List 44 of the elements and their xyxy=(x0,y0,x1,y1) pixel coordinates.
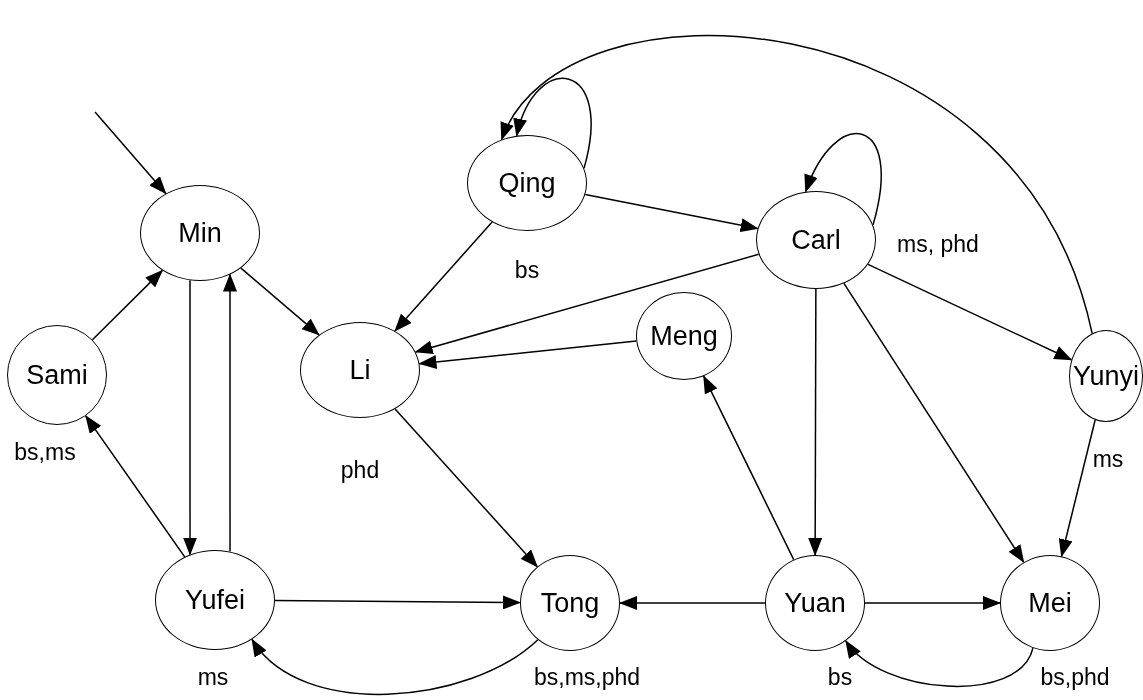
arrow xyxy=(514,77,592,169)
arrow xyxy=(394,221,493,332)
node-annotation: bs,phd xyxy=(1040,665,1110,689)
node-label: Yunyi xyxy=(1072,362,1140,390)
arrow xyxy=(845,640,1034,687)
arrow xyxy=(240,267,320,336)
arrow xyxy=(414,253,760,355)
node-label: Meng xyxy=(650,322,718,350)
arrow xyxy=(619,596,766,610)
arrow xyxy=(584,193,759,233)
arrow xyxy=(864,596,1001,610)
arrow xyxy=(394,408,539,568)
node-annotation: bs,ms xyxy=(14,440,76,464)
node-annotation: ms xyxy=(197,665,229,689)
node-label: Li xyxy=(349,356,371,384)
arrow xyxy=(808,288,823,556)
node-annotation: bs xyxy=(827,665,853,689)
node-label: Yufei xyxy=(184,586,246,614)
node-label: Yuan xyxy=(784,589,846,617)
node-annotation: bs xyxy=(514,258,540,282)
node-label: Min xyxy=(178,219,222,247)
node-label: Qing xyxy=(498,169,556,197)
arrow xyxy=(85,415,186,558)
node-annotation: ms xyxy=(1092,447,1124,471)
arrow xyxy=(183,279,197,556)
arrow xyxy=(223,273,237,553)
arrow xyxy=(94,111,167,195)
node-label: Tong xyxy=(540,589,600,617)
node-label: Mei xyxy=(1028,589,1072,617)
arrow xyxy=(702,375,795,561)
node-annotation: bs,ms,phd xyxy=(533,665,641,689)
arrow xyxy=(867,263,1073,361)
arrow xyxy=(843,282,1025,563)
arrow xyxy=(804,133,882,226)
node-annotation: phd xyxy=(340,458,380,482)
arrow xyxy=(91,269,164,341)
node-label: Carl xyxy=(791,226,841,254)
arrow xyxy=(274,595,521,610)
arrow xyxy=(500,35,1093,335)
arrow xyxy=(251,638,539,695)
node-annotation: ms, phd xyxy=(897,232,979,256)
arrow xyxy=(418,340,638,369)
node-label: Sami xyxy=(26,361,88,389)
arrow xyxy=(1058,419,1096,558)
